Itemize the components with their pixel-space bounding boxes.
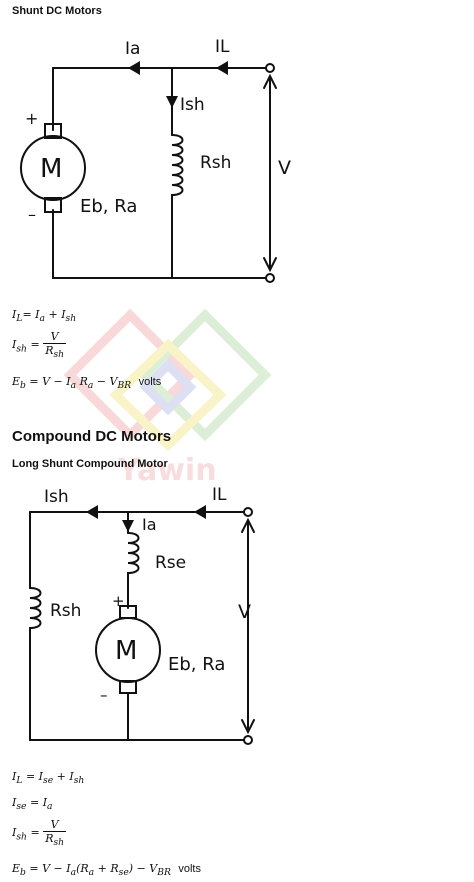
compound-label-rsh: Rsh bbox=[50, 601, 81, 621]
compound-label-eb-ra: Eb, Ra bbox=[168, 654, 225, 675]
compound-eq-il: IL = Ise + Ish bbox=[12, 770, 85, 787]
compound-label-il: IL bbox=[212, 485, 227, 505]
compound-subheading: Long Shunt Compound Motor bbox=[12, 458, 168, 470]
shunt-voltage-arrow-down bbox=[263, 257, 277, 273]
shunt-ia-arrow bbox=[128, 61, 140, 75]
shunt-motor-circle bbox=[20, 135, 86, 201]
shunt-label-rsh: Rsh bbox=[200, 153, 231, 173]
watermark-logo: Yawin bbox=[63, 308, 272, 488]
compound-voltage-arrow-up bbox=[241, 517, 255, 533]
shunt-field-coil bbox=[171, 134, 184, 201]
shunt-eq-eb: Eb = V − Ia Ra − VBR volts bbox=[12, 375, 162, 392]
shunt-motor-brush-top bbox=[44, 123, 62, 139]
compound-il-arrow bbox=[194, 505, 206, 519]
shunt-label-m: M bbox=[40, 154, 62, 184]
compound-label-v: V bbox=[238, 601, 251, 623]
shunt-label-plus: + bbox=[25, 109, 38, 128]
compound-circuit-diagram: Ish IL Ia Rse Rsh V M Eb, Ra + – bbox=[29, 485, 255, 745]
compound-eq-ise: Ise = Ia bbox=[12, 796, 53, 813]
compound-label-rse: Rse bbox=[155, 553, 186, 573]
compound-ia-arrow bbox=[122, 520, 134, 532]
watermark-diamond-yellow bbox=[109, 338, 227, 452]
shunt-terminal-bottom bbox=[265, 273, 275, 283]
compound-label-minus: – bbox=[100, 686, 108, 704]
compound-label-plus: + bbox=[112, 592, 125, 610]
watermark-diamond-green bbox=[138, 308, 272, 442]
compound-heading: Compound DC Motors bbox=[12, 428, 172, 445]
compound-shunt-coil bbox=[29, 587, 42, 639]
compound-terminal-top bbox=[243, 507, 253, 517]
shunt-ish-arrow bbox=[166, 96, 178, 108]
shunt-voltage-arrow-up bbox=[263, 73, 277, 89]
shunt-label-eb-ra: Eb, Ra bbox=[80, 196, 137, 217]
compound-terminal-bottom bbox=[243, 735, 253, 745]
shunt-label-ia: Ia bbox=[125, 39, 140, 59]
shunt-terminal-top bbox=[265, 63, 275, 73]
compound-label-m: M bbox=[115, 636, 137, 666]
compound-motor-circle bbox=[95, 617, 161, 683]
compound-series-coil bbox=[127, 532, 140, 609]
shunt-label-ish: Ish bbox=[180, 95, 205, 115]
shunt-il-arrow bbox=[216, 61, 228, 75]
shunt-label-il: IL bbox=[215, 37, 230, 57]
compound-label-ia: Ia bbox=[142, 515, 157, 534]
shunt-circuit-diagram: Ia IL Ish Rsh V M Eb, Ra + – bbox=[20, 37, 291, 283]
watermark-diamond-blue bbox=[139, 358, 197, 416]
shunt-label-v: V bbox=[278, 157, 291, 179]
compound-eq-eb: Eb = V − Ia(Ra + Rse) − VBR volts bbox=[12, 862, 201, 879]
watermark-text: Yawin bbox=[117, 453, 217, 488]
shunt-label-minus: – bbox=[28, 205, 36, 224]
shunt-motor-brush-bottom bbox=[44, 197, 62, 213]
compound-voltage-arrow-down bbox=[241, 719, 255, 735]
compound-label-ish: Ish bbox=[44, 487, 69, 507]
compound-ish-arrow bbox=[86, 505, 98, 519]
shunt-eq-current: IL= Ia + Ish bbox=[12, 308, 77, 325]
shunt-heading: Shunt DC Motors bbox=[12, 5, 102, 17]
